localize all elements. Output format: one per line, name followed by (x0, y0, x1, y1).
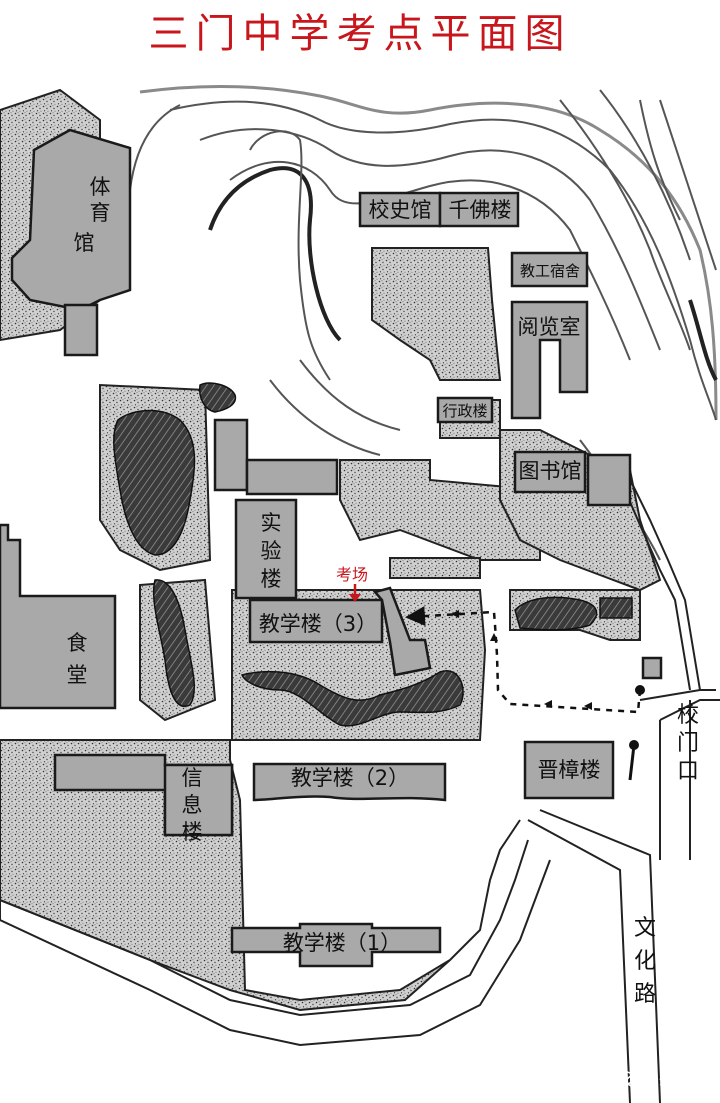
label-lab-2: 验 (261, 539, 282, 563)
route-arrow-icon (451, 610, 592, 710)
label-history-hall: 校史馆 (369, 198, 432, 222)
label-qianfo: 千佛楼 (449, 198, 512, 222)
page-title: 三门中学考点平面图 (148, 11, 572, 57)
gate-label-3: 口 (677, 759, 699, 784)
roads (0, 454, 720, 1103)
building-labels: 体 育 馆 校史馆 千佛楼 教工宿舍 阅览室 行政楼 图书馆 实 验 楼 教学楼… (67, 175, 601, 955)
road-label-2: 化 (634, 949, 656, 974)
label-staff-dorm: 教工宿舍 (520, 262, 580, 280)
hill-contours (129, 84, 718, 561)
label-teaching3: 教学楼（3） (259, 612, 377, 636)
label-gym-2: 育 (90, 201, 111, 225)
watermark: 台州发布 (618, 1068, 704, 1089)
gate-label-2: 门 (677, 731, 699, 756)
label-gym-3: 馆 (74, 231, 95, 255)
label-teaching1: 教学楼（1） (283, 931, 401, 955)
road-label: 文 化 路 (634, 916, 656, 1007)
buildings (0, 128, 663, 968)
wechat-icon (618, 1070, 640, 1087)
pond-areas (113, 382, 633, 727)
label-info-1: 信 (182, 766, 203, 790)
label-canteen-1: 食 (67, 631, 88, 655)
exam-arrow-icon (349, 584, 361, 602)
label-lab-1: 实 (261, 511, 282, 535)
gate-label-1: 校 (677, 703, 699, 728)
label-lab-3: 楼 (261, 567, 282, 591)
label-jinzhang: 晋樟楼 (538, 758, 601, 782)
exam-marker-label: 考场 (336, 565, 368, 584)
label-canteen-2: 堂 (67, 663, 88, 687)
label-teaching2: 教学楼（2） (291, 766, 409, 790)
route-to-exam (405, 606, 642, 714)
watermark-text: 台州发布 (643, 1070, 704, 1088)
road-label-1: 文 (634, 916, 656, 941)
label-library: 图书馆 (519, 459, 582, 483)
label-info-3: 楼 (182, 820, 203, 844)
label-admin: 行政楼 (442, 402, 487, 420)
road-label-3: 路 (634, 982, 656, 1007)
label-info-2: 息 (182, 793, 203, 817)
label-gym-1: 体 (90, 175, 111, 199)
exam-marker: 考场 (336, 565, 368, 602)
label-reading-room: 阅览室 (518, 315, 581, 339)
gate-label: 校 门 口 (677, 703, 699, 784)
